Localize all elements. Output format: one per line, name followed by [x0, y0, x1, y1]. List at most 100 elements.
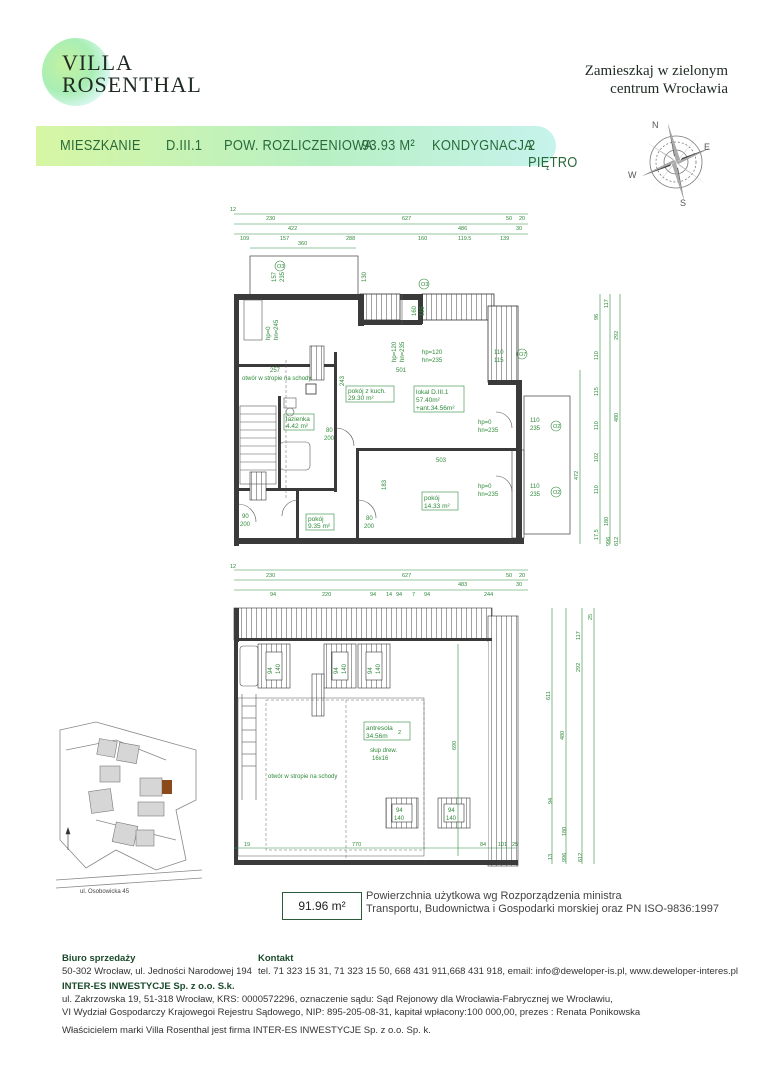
room-bath-area: 4.42 m² — [286, 423, 309, 430]
room-antresola: antresola — [366, 725, 393, 732]
slup-dim: 16x16 — [372, 756, 389, 762]
dim-text: 110 — [594, 485, 600, 494]
dim-text: 690 — [452, 741, 458, 750]
dim-text: 110 — [594, 351, 600, 360]
room-antresola-sup: 2 — [398, 730, 401, 736]
label-text: hp=120 — [392, 341, 398, 362]
brand-line2: ROSENTHAL — [62, 72, 202, 97]
room-lokal: lokal D.III.1 — [416, 389, 449, 396]
footer-company-line1: ul. Zakrzowska 19, 51-318 Wrocław, KRS: … — [62, 994, 613, 1005]
footer-biuro-address: 50-302 Wrocław, ul. Jedności Narodowej 1… — [62, 966, 252, 977]
footer-company-title: INTER-ES INWESTYCJE Sp. z o.o. S.k. — [62, 981, 235, 992]
label-text: 200 — [240, 522, 251, 528]
window-text: 94 — [448, 808, 455, 814]
banner-kond-label: KONDYGNACJA — [432, 137, 534, 154]
dim-text: 627 — [402, 216, 411, 222]
room-pokoj2-area: 9.35 m² — [308, 523, 331, 530]
compass-w: W — [628, 170, 637, 180]
dim-text: 110 — [594, 421, 600, 430]
marker-text: O2 — [553, 490, 560, 496]
area-description: Powierzchnia użytkowa wg Rozporządzenia … — [366, 890, 719, 916]
dim-text: 360 — [298, 241, 307, 247]
usable-area-value: 91.96 m² — [298, 899, 346, 913]
label-text: hn=245 — [274, 319, 280, 340]
label-text: hn=235 — [478, 492, 499, 498]
label-text: 110 — [494, 350, 504, 356]
dim-text: 288 — [346, 236, 355, 242]
window-text: 94 — [396, 808, 403, 814]
floor-plan: .d { font-family:"Liberation Sans", sans… — [230, 207, 621, 867]
label-text: hn=235 — [400, 341, 406, 362]
dim-text: 611 — [546, 691, 552, 700]
compass-n: N — [652, 120, 659, 130]
footer-company-line2: VI Wydział Gospodarczy Krajowegoi Rejest… — [62, 1007, 641, 1018]
label-text: hp=0 — [478, 420, 492, 426]
dim-text: 180 — [562, 827, 568, 836]
window-text: 140 — [276, 663, 282, 674]
dim-text: 117 — [576, 631, 582, 640]
slup-label: słup drew. — [370, 748, 397, 754]
dim-text: 101 — [498, 842, 507, 848]
dim-text: 25 — [512, 842, 518, 848]
marker-text: O3 — [421, 282, 428, 288]
usable-area-box: 91.96 m² — [282, 892, 362, 920]
footer-biuro: Biuro sprzedaży 50-302 Wrocław, ul. Jedn… — [62, 952, 252, 978]
tagline: Zamieszkaj w zielonym centrum Wrocławia — [585, 62, 728, 98]
footer-kontakt-title: Kontakt — [258, 953, 294, 964]
dim-text: 20 — [519, 573, 525, 579]
dim-text: 50 — [506, 573, 512, 579]
dim-text: 292 — [614, 331, 620, 340]
dim-text: 119.5 — [458, 236, 471, 242]
window-text: 94 — [268, 667, 274, 674]
label-text: hn=235 — [478, 428, 499, 434]
dim-text: 160 — [418, 236, 427, 242]
label-text: 257 — [270, 368, 281, 374]
dim-text: 480 — [614, 413, 620, 422]
upper-plan: 12 230 627 50 20 422 486 30 109 157 288 … — [230, 207, 621, 546]
dim-text: 180 — [604, 517, 610, 526]
dim-text: 19 — [244, 842, 250, 848]
label-text: 501 — [396, 368, 407, 374]
marker-text: O7 — [519, 352, 526, 358]
dim-text: 20 — [519, 216, 525, 222]
dim-text: 230 — [266, 573, 275, 579]
label-text: 115 — [494, 358, 504, 364]
label-text: 115 — [420, 306, 426, 316]
room-otwor: otwór w stropie na schody — [242, 376, 311, 382]
room-pokoj2: pokój — [308, 516, 324, 523]
label-text: 110 — [530, 484, 540, 490]
compass-e: E — [704, 142, 710, 152]
tagline-line2: centrum Wrocławia — [610, 81, 728, 97]
label-text: 200 — [364, 524, 375, 530]
room-otwor-lower: otwór w stropie na schody — [268, 774, 337, 780]
room-lokal-area: 57.40m² — [416, 397, 441, 404]
brand-line1: VILLA — [62, 50, 133, 75]
room-pokoj1-area: 14.33 m² — [424, 503, 450, 510]
footer-owner-text: Właścicielem marki Villa Rosenthal jest … — [62, 1025, 431, 1036]
apartment-banner: MIESZKANIE D.III.1 POW. ROZLICZENIOWA 93… — [36, 126, 577, 171]
window-text: 140 — [446, 816, 457, 822]
window-text: 94 — [368, 667, 374, 674]
street-label: ul. Osobowicka 45 — [80, 889, 130, 895]
dim-text: 94 — [396, 592, 402, 598]
label-text: 157 — [272, 271, 278, 282]
dim-text: 94 — [548, 798, 554, 804]
dim-text: 94 — [424, 592, 430, 598]
label-text: hp=0 — [266, 326, 272, 340]
lower-plan: 12 230 627 50 20 483 30 94 220 94 14 94 … — [230, 564, 595, 867]
dim-text: 612 — [578, 853, 584, 862]
compass-icon: N E S W — [628, 120, 710, 208]
label-text: 243 — [340, 375, 346, 386]
dim-text: 7 — [412, 592, 415, 598]
dim-text: 117 — [604, 299, 610, 308]
banner-pow-value: 93.93 M² — [362, 137, 415, 154]
dim-text: 472 — [574, 471, 580, 480]
label-text: 235 — [530, 426, 541, 432]
banner-mieszkanie-label: MIESZKANIE — [60, 137, 141, 154]
dim-text: 102 — [594, 453, 600, 462]
area-desc-line1: Powierzchnia użytkowa wg Rozporządzenia … — [366, 890, 622, 902]
dim-text: 84 — [480, 842, 486, 848]
label-text: 80 — [326, 428, 333, 434]
dim-text: 139 — [500, 236, 509, 242]
dim-text: 13 — [548, 854, 554, 860]
